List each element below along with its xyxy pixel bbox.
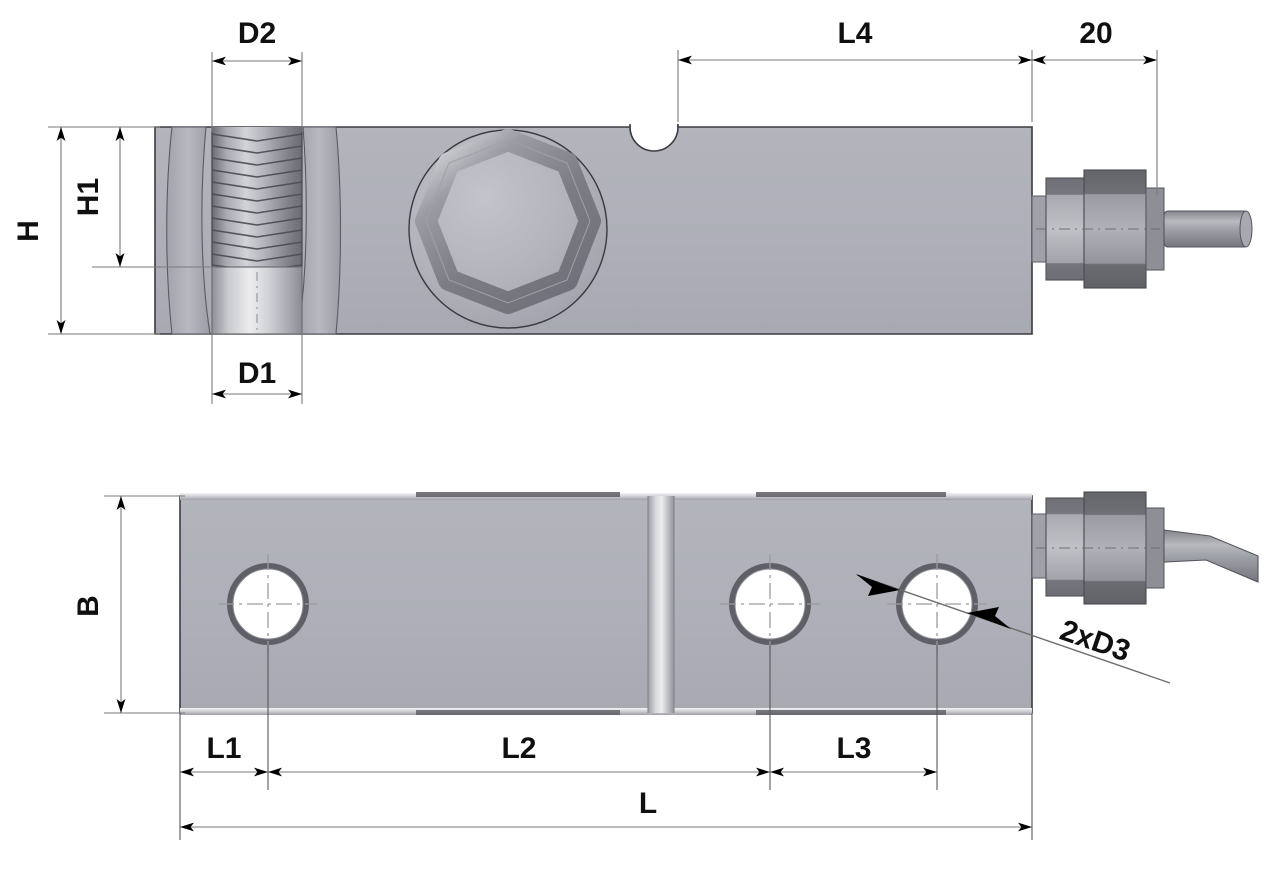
d3-leader-line — [856, 574, 1171, 684]
output-cable-plan — [1163, 529, 1259, 583]
cable-gland-assembly — [1031, 169, 1253, 289]
dimension-label-l3: L3 — [836, 732, 871, 765]
dimension-l3: L3 — [770, 732, 937, 777]
chamfer-dark-top-right — [756, 492, 946, 497]
dimension-d1: D1 — [211, 330, 303, 404]
mounting-hole-2 — [720, 554, 820, 654]
dimension-label-d2: D2 — [238, 17, 276, 50]
gland-hex-nut-1-plan — [1045, 497, 1085, 597]
dimension-l4: L4 — [677, 17, 1033, 122]
chamfer-dark-bottom-left — [416, 710, 620, 715]
boss-flank-right — [297, 126, 342, 335]
thread-crests — [211, 133, 303, 272]
dimension-20: 20 — [1032, 17, 1158, 195]
dimension-l: L — [180, 787, 1032, 832]
mounting-hole-3 — [887, 554, 987, 654]
boss-flank-left — [166, 126, 211, 335]
dimension-label-l1: L1 — [206, 732, 241, 765]
dimension-label-20: 20 — [1079, 17, 1112, 50]
seal-bore-polygon-outline — [425, 139, 591, 304]
gland-base-collar-plan — [1031, 513, 1047, 579]
dimension-b: B — [72, 495, 185, 714]
cable-end-face — [1239, 210, 1253, 248]
dimension-label-l4: L4 — [837, 17, 872, 50]
output-cable — [1163, 210, 1249, 248]
semicircular-relief-notch — [629, 126, 679, 152]
dimension-label-b: B — [72, 595, 105, 617]
chamfer-dark-bottom-right — [756, 710, 946, 715]
d3-arrow-outer — [967, 607, 1011, 629]
plan-view: B L1 L2 L3 — [72, 491, 1259, 840]
d3-arrow-inner — [856, 574, 900, 596]
dimension-label-l2: L2 — [501, 732, 536, 765]
bore-seam-highlight — [648, 496, 674, 713]
dimension-label-h: H — [12, 220, 45, 242]
thread-boss — [166, 126, 342, 335]
dimension-d2: D2 — [211, 17, 303, 132]
dimension-label-h1: H1 — [72, 178, 105, 216]
dimension-l1: L1 — [180, 732, 268, 777]
chamfer-dark-top-left — [416, 492, 620, 497]
mounting-holes — [218, 554, 987, 654]
dimension-label-l: L — [639, 787, 657, 820]
cable-gland-assembly-plan — [1031, 491, 1259, 605]
dimension-label-d1: D1 — [238, 357, 276, 390]
dimension-h1: H1 — [72, 126, 212, 268]
dimension-l2: L2 — [268, 732, 770, 777]
plan-extension-lines — [179, 645, 1033, 840]
side-elevation-view: D2 D1 H H1 — [12, 17, 1253, 404]
circular-seal-bore — [408, 129, 608, 329]
mounting-hole-1 — [218, 554, 318, 654]
